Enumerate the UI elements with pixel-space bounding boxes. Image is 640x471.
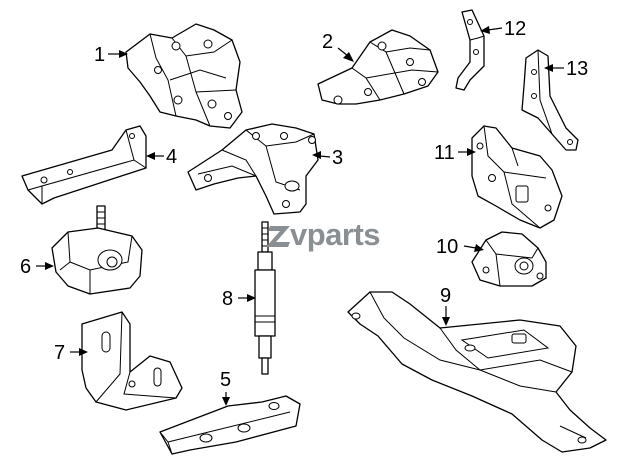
part-12-small-bracket[interactable] [455, 9, 485, 91]
part-4-mount-plate[interactable] [21, 125, 147, 205]
callout-8[interactable]: 8 [222, 288, 256, 310]
part-9-crossmember[interactable] [347, 291, 607, 453]
callout-label-7: 7 [54, 342, 65, 364]
callout-label-4: 4 [166, 146, 177, 168]
callout-label-13: 13 [566, 58, 588, 80]
callout-3[interactable]: 3 [312, 147, 343, 169]
callout-7[interactable]: 7 [54, 342, 88, 364]
part-6-rubber-mount[interactable] [51, 205, 143, 295]
callout-13[interactable]: 13 [544, 58, 588, 80]
callout-label-11: 11 [434, 142, 455, 164]
callout-2[interactable]: 2 [322, 31, 354, 62]
callout-6[interactable]: 6 [20, 256, 54, 278]
zv-logo-icon [266, 226, 290, 247]
callout-label-6: 6 [20, 256, 31, 278]
callout-label-1: 1 [94, 44, 105, 66]
watermark-logo: vparts [266, 217, 381, 252]
callout-5[interactable]: 5 [220, 369, 231, 406]
callout-12[interactable]: 12 [480, 18, 526, 40]
callout-label-3: 3 [332, 147, 343, 169]
callout-4[interactable]: 4 [146, 146, 177, 168]
callout-11[interactable]: 11 [434, 142, 476, 164]
part-5-cross-plate[interactable] [159, 395, 301, 455]
callout-label-5: 5 [220, 369, 231, 391]
callout-9[interactable]: 9 [440, 285, 451, 326]
part-10-transmission-mount[interactable] [471, 231, 547, 287]
part-2-mount-bracket[interactable] [317, 29, 439, 105]
part-13-support-bracket[interactable] [521, 49, 579, 151]
part-3-center-bracket[interactable] [187, 123, 319, 215]
callout-1[interactable]: 1 [94, 44, 128, 66]
part-1-engine-bracket[interactable] [125, 23, 243, 129]
callout-10[interactable]: 10 [436, 236, 484, 258]
part-7-angle-bracket[interactable] [81, 311, 183, 411]
part-8-damper[interactable] [254, 221, 276, 375]
callout-label-12: 12 [504, 18, 526, 40]
callout-label-2: 2 [322, 31, 333, 53]
watermark-text: vparts [290, 217, 380, 252]
callout-label-8: 8 [222, 288, 233, 310]
part-11-mount-bracket[interactable] [471, 125, 563, 229]
callout-label-10: 10 [436, 236, 458, 258]
callout-label-9: 9 [440, 285, 451, 307]
